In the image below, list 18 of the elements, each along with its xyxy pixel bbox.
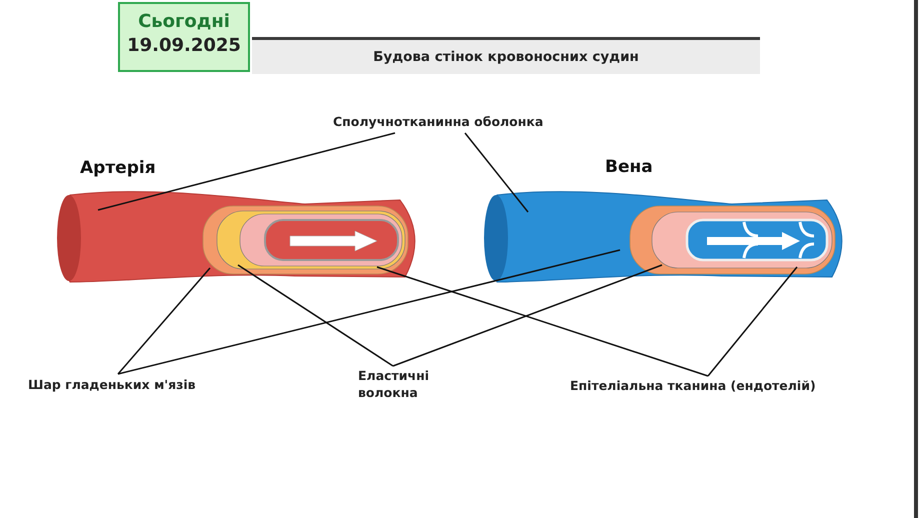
leader-line: [238, 264, 394, 367]
vessel-title: Вена: [605, 157, 653, 177]
slide-title: Будова стінок кровоносних судин: [373, 49, 639, 65]
callout-label: Епітеліальна тканина (ендотелій): [570, 378, 860, 395]
leader-line: [98, 132, 396, 211]
leader-line: [707, 266, 798, 376]
leader-line: [376, 266, 708, 377]
leader-line: [117, 268, 211, 374]
vessel-title: Артерія: [80, 158, 156, 178]
leader-line: [464, 132, 529, 212]
date-box: [118, 2, 250, 72]
leader-line: [392, 264, 662, 367]
callout-label: Шар гладеньких м'язів: [28, 377, 268, 394]
date-text: 19.09.2025: [126, 34, 242, 58]
today-label: Сьогодні: [137, 10, 231, 34]
callout-label: Еластичні волокна: [358, 368, 448, 402]
leader-line: [118, 249, 620, 375]
callout-label: Сполучнотканинна оболонка: [333, 114, 563, 131]
